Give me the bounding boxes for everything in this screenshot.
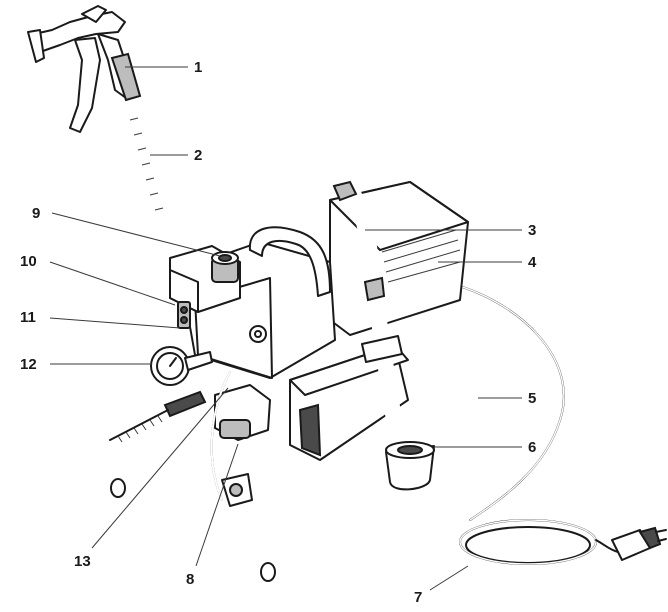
pressure-gauge — [150, 346, 213, 386]
outlet-fitting — [109, 384, 271, 443]
spray-gun — [27, 5, 142, 133]
callout-5: 5 — [528, 390, 536, 407]
power-cord — [444, 281, 667, 565]
leader-8 — [195, 443, 239, 567]
callout-12: 12 — [20, 356, 37, 373]
leader-10 — [49, 261, 176, 306]
suction-strainer — [385, 441, 435, 491]
spray-hose — [123, 93, 180, 254]
callout-3: 3 — [528, 222, 536, 239]
leader-7 — [429, 565, 469, 591]
callout-2: 2 — [194, 147, 202, 164]
leader-11 — [49, 317, 181, 329]
callout-7: 7 — [414, 589, 422, 606]
leader-9 — [51, 212, 221, 257]
callout-numbers: 1 2 3 4 5 6 7 8 9 10 11 12 13 — [20, 59, 537, 606]
leader-lines — [49, 66, 522, 591]
leader-13 — [91, 387, 229, 549]
carry-handle — [248, 226, 331, 297]
callout-4: 4 — [528, 254, 537, 271]
callout-6: 6 — [528, 439, 536, 456]
callout-10: 10 — [20, 253, 37, 270]
callout-11: 11 — [20, 309, 36, 326]
pressure-knob — [211, 251, 239, 283]
callout-9: 9 — [32, 205, 40, 222]
callout-13: 13 — [74, 553, 91, 570]
callout-8: 8 — [186, 571, 194, 588]
return-tube — [210, 371, 231, 501]
prime-valve — [221, 473, 253, 507]
callout-1: 1 — [194, 59, 202, 76]
